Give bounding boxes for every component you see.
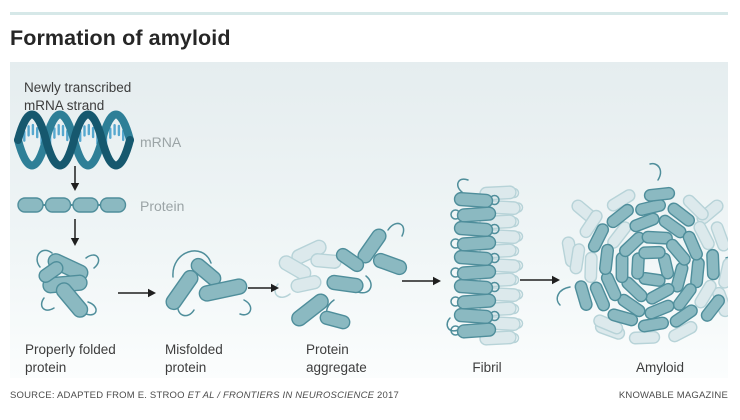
properly-folded-protein-icon: [36, 249, 100, 318]
fibril-icon: [446, 178, 524, 346]
mrna-helix-icon: [14, 110, 134, 170]
source-italic: ET AL / FRONTIERS IN NEUROSCIENCE: [187, 390, 375, 401]
down-arrow-icon: [70, 166, 80, 246]
protein-chain-icon: [17, 197, 127, 213]
stage-label-aggregate: Protein aggregate: [306, 342, 367, 375]
diagram-panel: Newly transcribed mRNA strand mRNA Prote…: [10, 62, 728, 378]
stage-label-misfolded: Misfolded protein: [165, 342, 223, 375]
page-title: Formation of amyloid: [10, 26, 231, 50]
protein-aggregate-icon: [274, 222, 408, 330]
misfolded-protein-icon: [165, 250, 252, 317]
protein-label: Protein: [140, 198, 185, 214]
stage-label-properly-folded: Properly folded protein: [25, 342, 116, 375]
annotation-newly-transcribed: Newly transcribed mRNA strand: [24, 80, 132, 113]
flow-arrow-icon: [118, 275, 560, 298]
source-prefix: SOURCE: ADAPTED FROM E. STROO: [10, 390, 188, 401]
amyloid-icon: [556, 162, 728, 345]
stage-label-amyloid: Amyloid: [635, 360, 685, 375]
mrna-label: mRNA: [140, 134, 182, 150]
stage-label-fibril: Fibril: [472, 360, 502, 375]
source-credit: SOURCE: ADAPTED FROM E. STROO ET AL / FR…: [10, 390, 399, 401]
magazine-credit: KNOWABLE MAGAZINE: [618, 390, 728, 401]
source-suffix: 2017: [374, 390, 399, 401]
accent-bar: [10, 12, 728, 15]
diagram-canvas: [14, 110, 728, 346]
